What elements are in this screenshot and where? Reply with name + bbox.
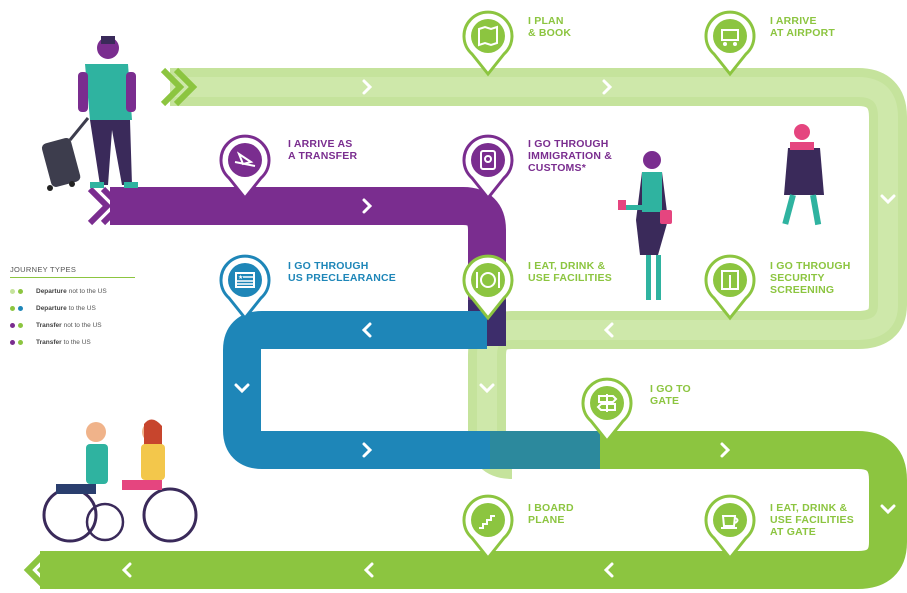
step-label-eat-gate: I EAT, DRINK & USE FACILITIES AT GATE — [770, 502, 854, 538]
legend-dot — [10, 340, 15, 345]
pin-board — [462, 494, 514, 561]
pin-security — [704, 254, 756, 321]
passport-icon — [480, 150, 496, 170]
legend-dot — [18, 323, 23, 328]
luggage-trolley-icon — [721, 29, 739, 46]
plate-cutlery-icon — [476, 272, 500, 288]
end-chevrons — [23, 550, 61, 590]
us-flag-icon: ★ — [235, 272, 255, 288]
direction-arrows — [121, 79, 896, 578]
map-icon — [478, 25, 498, 47]
step-label-preclearance: I GO THROUGH US PRECLEARANCE — [288, 260, 397, 284]
step-label-arrive-airport: I ARRIVE AT AIRPORT — [770, 15, 835, 39]
svg-text:★: ★ — [238, 274, 243, 281]
pin-eat-drink — [462, 254, 514, 321]
route-purple — [110, 187, 506, 330]
pin-plan — [462, 10, 514, 77]
winter-person-illustration — [782, 124, 824, 226]
legend-title: JOURNEY TYPES — [10, 265, 135, 278]
boarding-stairs-icon — [479, 515, 495, 529]
traveller-illustration — [41, 36, 138, 191]
woman-illustration — [618, 151, 672, 300]
pin-gate — [581, 377, 633, 444]
legend-type: Transfer — [36, 339, 62, 346]
step-label-plan: I PLAN & BOOK — [528, 15, 572, 39]
legend-dot — [10, 306, 15, 311]
legend-desc: not to the US — [68, 288, 107, 295]
pin-immigration — [462, 134, 514, 201]
pin-eat-gate — [704, 494, 756, 561]
legend-desc: to the US — [63, 339, 91, 346]
step-label-arrive-transfer: I ARRIVE AS A TRANSFER — [288, 138, 358, 162]
transfer-start-chevrons — [87, 186, 125, 226]
signpost-icon — [596, 394, 618, 412]
plane-landing-icon — [234, 151, 256, 167]
legend-dot — [10, 289, 15, 294]
legend-dot — [18, 306, 23, 311]
step-label-immigration: I GO THROUGH IMMIGRATION & CUSTOMS* — [528, 138, 613, 174]
step-label-board: I BOARD PLANE — [528, 502, 574, 526]
legend-dot — [18, 289, 23, 294]
step-label-gate: I GO TO GATE — [650, 383, 691, 407]
legend-desc: not to the US — [63, 322, 102, 329]
start-chevrons — [160, 67, 198, 107]
legend-type: Departure — [36, 305, 67, 312]
legend-dot — [18, 340, 23, 345]
pin-arrive-transfer — [219, 134, 271, 201]
step-label-security: I GO THROUGH SECURITY SCREENING — [770, 260, 851, 296]
wheelchair-users-illustration — [42, 419, 198, 543]
coffee-cup-icon — [721, 515, 739, 529]
pin-arrive-airport — [704, 10, 756, 77]
legend-type: Transfer — [36, 322, 62, 329]
step-label-eat-drink: I EAT, DRINK & USE FACILITIES — [528, 260, 612, 284]
legend-type: Departure — [36, 288, 67, 295]
pin-preclearance: ★ — [219, 254, 271, 321]
security-scanner-icon — [721, 270, 739, 290]
legend-desc: to the US — [68, 305, 96, 312]
legend-dot — [10, 323, 15, 328]
